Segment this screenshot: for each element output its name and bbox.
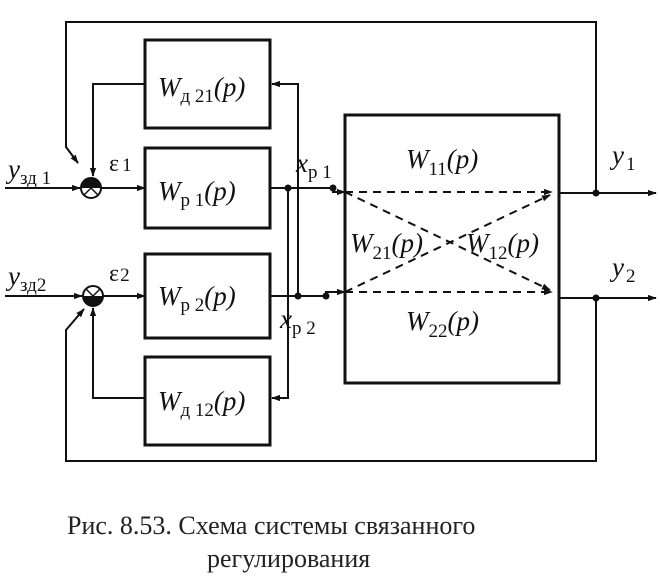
- block-wd12: [143, 355, 272, 447]
- label-wp2: Wр 2(p): [158, 281, 236, 316]
- dashed-path-w12: [344, 194, 551, 293]
- feedback-loop-y2: [65, 298, 597, 462]
- summing-junction-1: [80, 177, 102, 199]
- summing-junction-2: [82, 285, 104, 307]
- plant-block: [343, 113, 561, 385]
- node-y2: [592, 294, 600, 302]
- block-wp2: [143, 252, 272, 340]
- wire-xp2-to-wd21: [271, 80, 299, 296]
- wire-wd12-to-sum2: [89, 307, 145, 399]
- label-eps2: ε2: [109, 261, 130, 287]
- block-wd21: [143, 38, 272, 130]
- label-wd12: Wд 12(p): [158, 386, 245, 421]
- label-w12: W12(p): [466, 228, 539, 264]
- label-w22: W22(p): [406, 306, 479, 342]
- node-xp1-a: [284, 184, 292, 192]
- wire-xp1-to-wd12: [271, 188, 289, 402]
- caption-line-2: регулирования: [207, 544, 370, 573]
- label-yzd1: yзд 1: [5, 154, 51, 189]
- node-y1: [592, 189, 600, 197]
- feedback-loop-y1: [65, 21, 597, 193]
- label-wp1: Wр 1(p): [158, 176, 236, 211]
- caption-line-1: Рис. 8.53. Схема системы связанного: [67, 511, 475, 540]
- label-w11: W11(p): [406, 144, 478, 180]
- label-yzd2: yзд2: [5, 261, 46, 296]
- label-wd21: Wд 21(p): [158, 72, 245, 107]
- node-xp1-b: [329, 184, 337, 192]
- node-xp2-a: [294, 292, 302, 300]
- dashed-path-w21: [344, 191, 551, 291]
- label-w21: W21(p): [350, 228, 423, 264]
- label-xp2: xр 2: [279, 304, 316, 339]
- wire-wd21-to-sum1: [89, 83, 145, 177]
- label-xp1: xр 1: [295, 148, 332, 183]
- node-xp2-b: [322, 292, 330, 300]
